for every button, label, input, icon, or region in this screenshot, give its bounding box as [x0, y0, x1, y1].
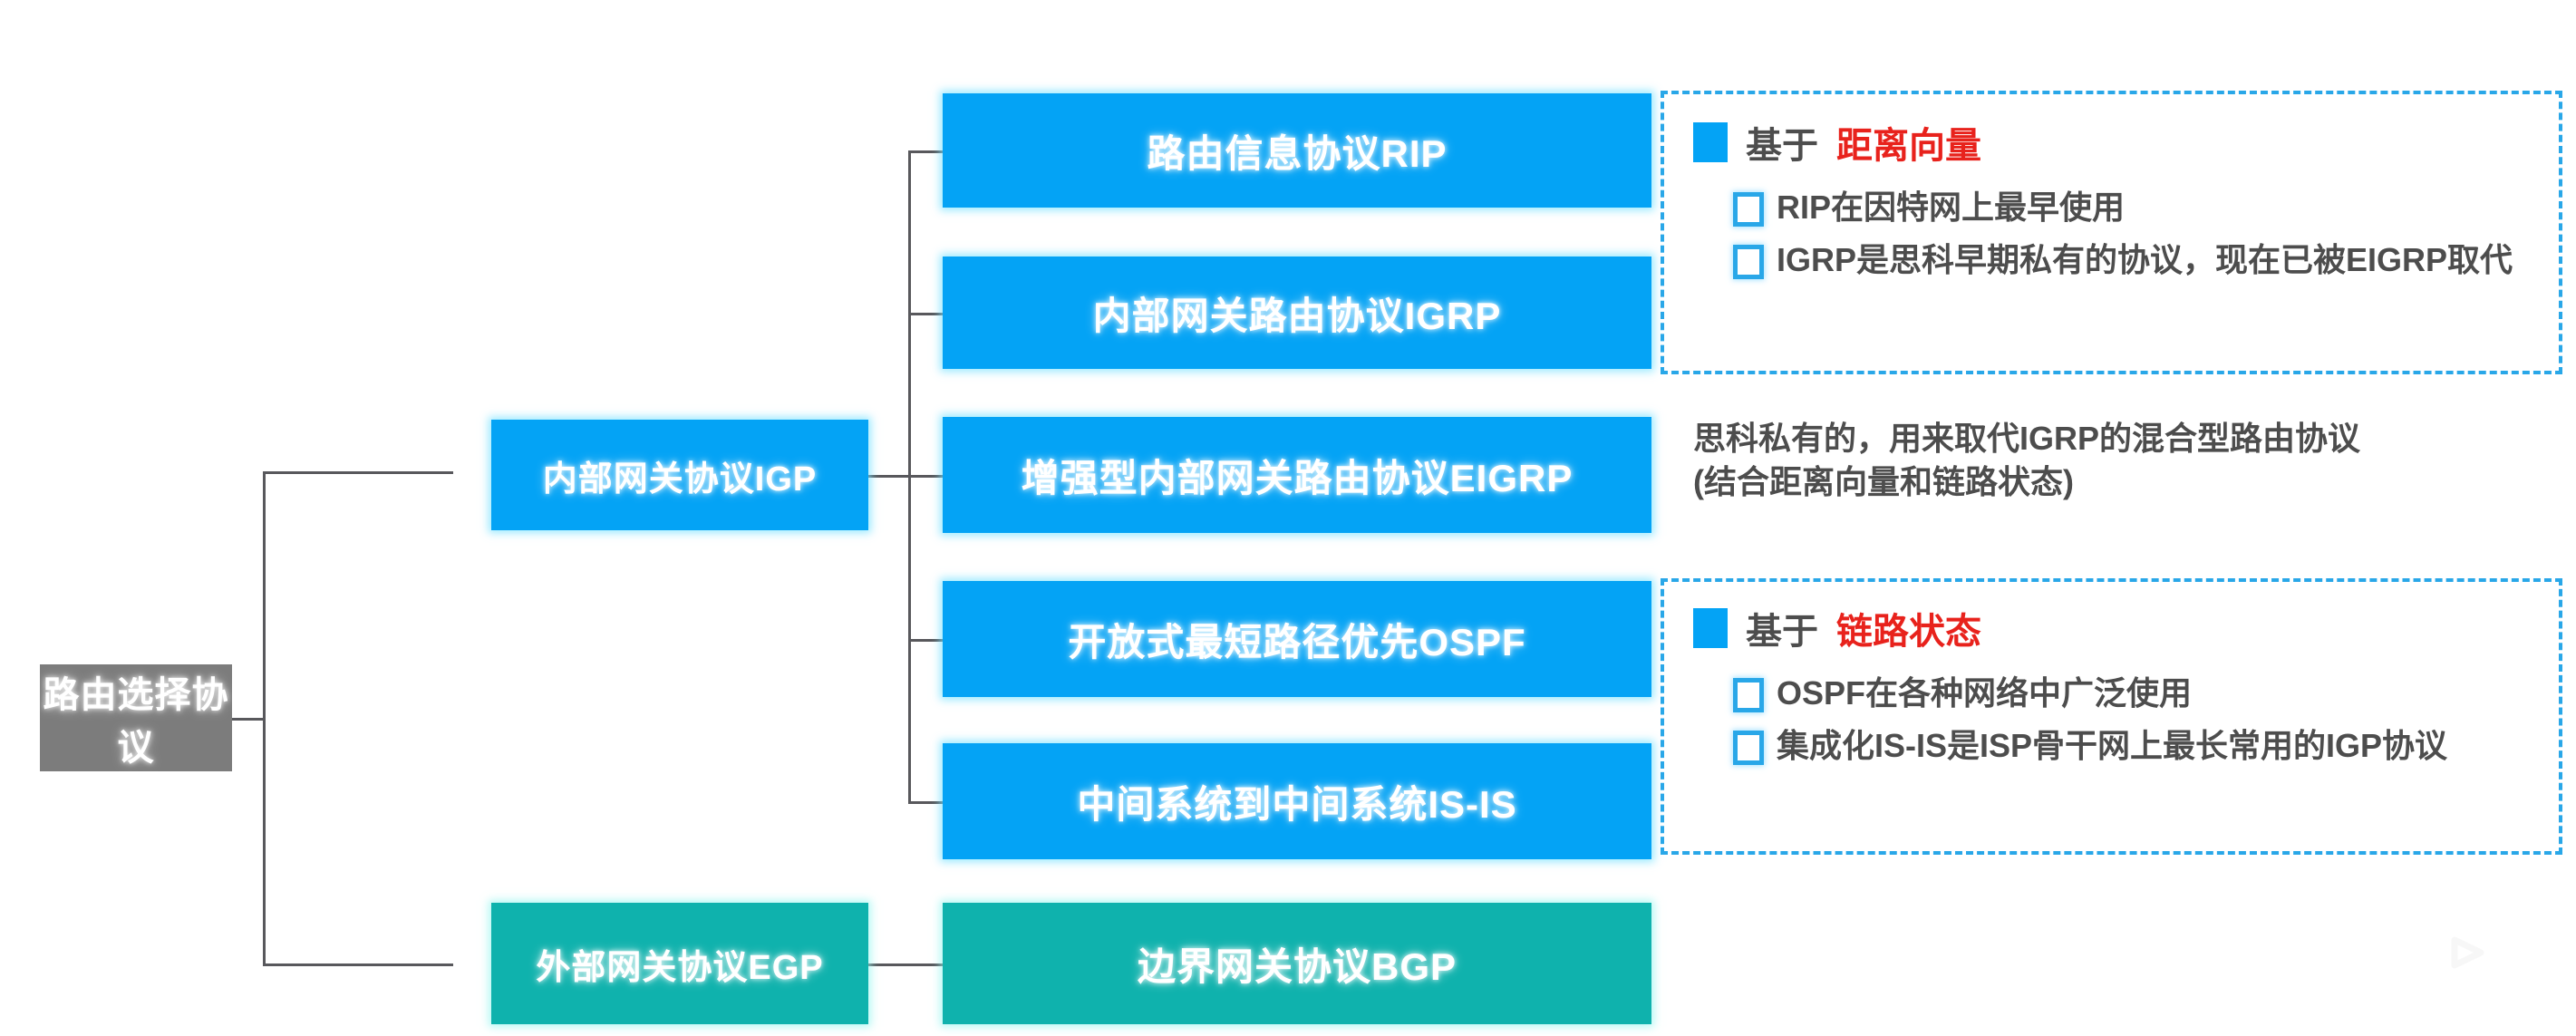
annotation-ls-item-1-text: OSPF在各种网络中广泛使用	[1777, 674, 2193, 712]
node-ospf[interactable]: 开放式最短路径优先OSPF	[943, 581, 1651, 697]
connector-to-ospf	[908, 639, 963, 642]
watermark	[2407, 893, 2520, 1002]
checkbox-square-icon[interactable]	[1733, 731, 1764, 766]
annotation-dv-heading: 基于距离向量	[1693, 116, 2545, 169]
connector-to-igp	[263, 471, 453, 474]
filled-square-icon	[1693, 608, 1728, 648]
annotation-dv-heading-prefix: 基于	[1746, 126, 1818, 166]
annotation-ls-item-2-text: 集成化IS-IS是ISP骨干网上最长常用的IGP协议	[1777, 727, 2448, 765]
connector-to-eigrp	[908, 475, 963, 478]
node-rip[interactable]: 路由信息协议RIP	[943, 93, 1651, 208]
checkbox-square-icon[interactable]	[1733, 245, 1764, 280]
node-egp[interactable]: 外部网关协议EGP	[491, 903, 868, 1024]
annotation-dv-item-2-text: IGRP是思科早期私有的协议，现在已被EIGRP取代	[1777, 241, 2513, 279]
node-eigrp[interactable]: 增强型内部网关路由协议EIGRP	[943, 417, 1651, 533]
node-eigrp-label: 增强型内部网关路由协议EIGRP	[1021, 456, 1574, 499]
node-igp[interactable]: 内部网关协议IGP	[491, 420, 868, 530]
checkbox-square-icon[interactable]	[1733, 192, 1764, 227]
connector-to-egp	[263, 963, 453, 966]
connector-root-stub	[231, 718, 266, 721]
annotation-box-link-state	[1661, 578, 2562, 855]
connector-to-rip	[908, 150, 963, 153]
connector-root-trunk	[263, 471, 266, 966]
annotation-dv-item-1-text: RIP在因特网上最早使用	[1777, 189, 2126, 226]
annotation-ls-item-2: 集成化IS-IS是ISP骨干网上最长常用的IGP协议	[1733, 725, 2535, 767]
annotation-distance-vector: 基于距离向量 RIP在因特网上最早使用 IGRP是思科早期私有的协议，现在已被E…	[1693, 116, 2545, 281]
annotation-ls-heading-highlight: 链路状态	[1836, 612, 1981, 652]
annotation-ls-item-1: OSPF在各种网络中广泛使用	[1733, 673, 2545, 714]
node-rip-label: 路由信息协议RIP	[1147, 131, 1448, 175]
node-isis-label: 中间系统到中间系统IS-IS	[1077, 782, 1517, 826]
connector-to-igrp	[908, 313, 963, 315]
node-root[interactable]: 路由选择协议	[40, 664, 232, 771]
checkbox-square-icon[interactable]	[1733, 678, 1764, 712]
node-bgp[interactable]: 边界网关协议BGP	[943, 903, 1651, 1024]
node-isis[interactable]: 中间系统到中间系统IS-IS	[943, 743, 1651, 859]
connector-igp-stub	[866, 475, 911, 478]
annotation-eigrp-note: 思科私有的，用来取代IGRP的混合型路由协议 (结合距离向量和链路状态)	[1693, 420, 2361, 501]
node-igrp[interactable]: 内部网关路由协议IGRP	[943, 257, 1651, 369]
tv-play-icon	[2418, 894, 2508, 989]
connector-to-isis	[908, 801, 963, 804]
node-igrp-label: 内部网关路由协议IGRP	[1092, 294, 1502, 337]
node-egp-label: 外部网关协议EGP	[536, 948, 824, 987]
annotation-ls-heading-prefix: 基于	[1746, 612, 1818, 652]
node-bgp-label: 边界网关协议BGP	[1137, 944, 1457, 988]
annotation-dv-heading-highlight: 距离向量	[1836, 126, 1981, 166]
node-root-label: 路由选择协议	[43, 675, 229, 768]
annotation-dv-item-2: IGRP是思科早期私有的协议，现在已被EIGRP取代	[1733, 239, 2535, 281]
annotation-box-distance-vector	[1661, 91, 2562, 374]
connector-egp-to-bgp	[866, 963, 965, 966]
node-ospf-label: 开放式最短路径优先OSPF	[1068, 620, 1526, 663]
annotation-ls-heading: 基于链路状态	[1693, 602, 2545, 654]
filled-square-icon	[1693, 122, 1728, 162]
node-igp-label: 内部网关协议IGP	[542, 460, 818, 499]
annotation-dv-item-1: RIP在因特网上最早使用	[1733, 187, 2545, 228]
annotation-link-state: 基于链路状态 OSPF在各种网络中广泛使用 集成化IS-IS是ISP骨干网上最长…	[1693, 602, 2545, 767]
